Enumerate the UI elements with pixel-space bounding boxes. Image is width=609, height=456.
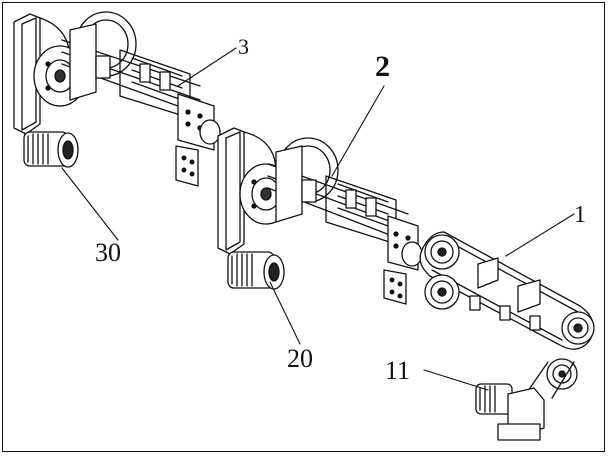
motor-11 [475, 383, 545, 441]
callout-label-20: 20 [287, 344, 313, 373]
callout-label-3: 3 [238, 34, 249, 59]
callout-label-1: 1 [574, 202, 586, 228]
callout-label-2: 2 [375, 50, 390, 83]
belt-conveyor-1 [419, 231, 595, 399]
callout-label-11: 11 [385, 356, 411, 385]
processing-module-3 [61, 11, 221, 187]
leader-lines [61, 47, 575, 391]
motor-20 [227, 251, 285, 290]
processing-module-2 [267, 137, 423, 305]
figure-border [2, 2, 605, 452]
callout-label-30: 30 [95, 238, 121, 267]
motor-30 [23, 131, 79, 168]
